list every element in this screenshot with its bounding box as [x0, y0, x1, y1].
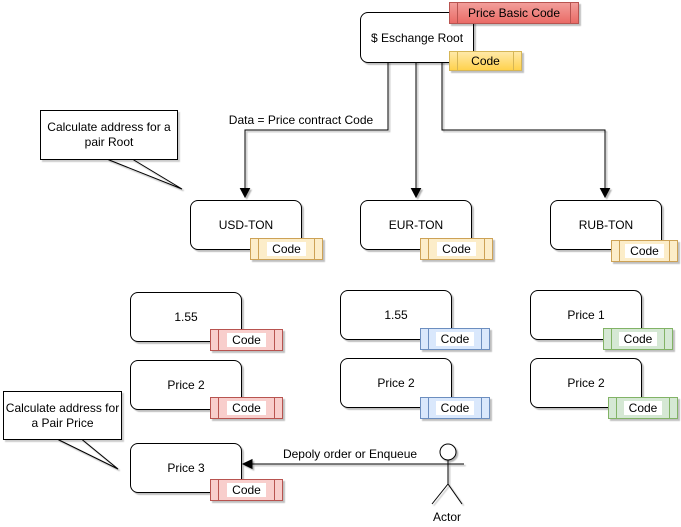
callout-line: Calculate address for — [5, 400, 120, 415]
badge-label: Code — [625, 244, 664, 258]
badge-label: Code — [267, 242, 306, 256]
node-label: Price 2 — [167, 378, 205, 392]
badge-label: Price Basic Code — [467, 6, 561, 20]
badge-price-code-green-1[interactable]: Code — [603, 328, 673, 350]
badge-price-code-blue-1[interactable]: Code — [420, 328, 490, 350]
node-label: Price 3 — [167, 461, 205, 475]
node-label: Price 1 — [567, 308, 605, 322]
actor-figure[interactable] — [431, 443, 464, 505]
callout-line: pair Root — [84, 135, 134, 149]
node-label: 1.55 — [174, 310, 198, 324]
node-label: RUB-TON — [578, 218, 634, 232]
badge-price-code-blue-2[interactable]: Code — [420, 397, 490, 419]
node-label: 1.55 — [384, 308, 408, 322]
badge-label: Code — [227, 401, 266, 415]
badge-label: Code — [435, 401, 475, 415]
node-label: EUR-TON — [388, 218, 444, 232]
node-label: Price 2 — [567, 376, 605, 390]
badge-label: Code — [618, 332, 658, 346]
edge-root-to-rub[interactable] — [441, 61, 611, 199]
callout-price-tail — [57, 439, 119, 470]
badge-price-basic-code[interactable]: Price Basic Code — [449, 2, 579, 24]
badge-rub-ton-code[interactable]: Code — [611, 240, 678, 262]
node-label: Price 2 — [377, 376, 415, 390]
edge-label-data-price-contract-code: Data = Price contract Code — [228, 113, 374, 127]
edge-actor-to-price3[interactable] — [241, 458, 463, 470]
badge-price-code-red-3[interactable]: Code — [210, 479, 283, 501]
badge-label: Code — [437, 242, 476, 256]
badge-root-code[interactable]: Code — [449, 51, 522, 71]
badge-usd-ton-code[interactable]: Code — [250, 238, 323, 260]
badge-price-code-red-2[interactable]: Code — [210, 397, 283, 419]
edge-root-to-usd[interactable] — [239, 61, 389, 199]
callout-pair-price[interactable]: Calculate address for a Pair Price — [3, 391, 122, 440]
badge-label: Code — [623, 401, 663, 415]
node-label: USD-TON — [218, 218, 274, 232]
arrow-label-deploy-order: Depoly order or Enqueue — [282, 447, 418, 461]
badge-eur-ton-code[interactable]: Code — [420, 238, 493, 260]
actor-label: Actor — [432, 510, 461, 524]
callout-root-tail — [107, 159, 183, 190]
callout-line: Calculate address for a — [47, 120, 171, 134]
badge-label: Code — [435, 332, 475, 346]
badge-label: Code — [471, 54, 500, 68]
badge-price-code-red-1[interactable]: Code — [210, 329, 283, 351]
node-label: $ Eschange Root — [370, 30, 464, 45]
edge-root-to-eur[interactable] — [410, 61, 422, 199]
callout-pair-root[interactable]: Calculate address for a pair Root — [40, 110, 178, 160]
badge-label: Code — [227, 333, 266, 347]
callout-line: a Pair Price — [31, 415, 94, 430]
badge-price-code-green-2[interactable]: Code — [608, 397, 678, 419]
badge-label: Code — [227, 483, 266, 497]
